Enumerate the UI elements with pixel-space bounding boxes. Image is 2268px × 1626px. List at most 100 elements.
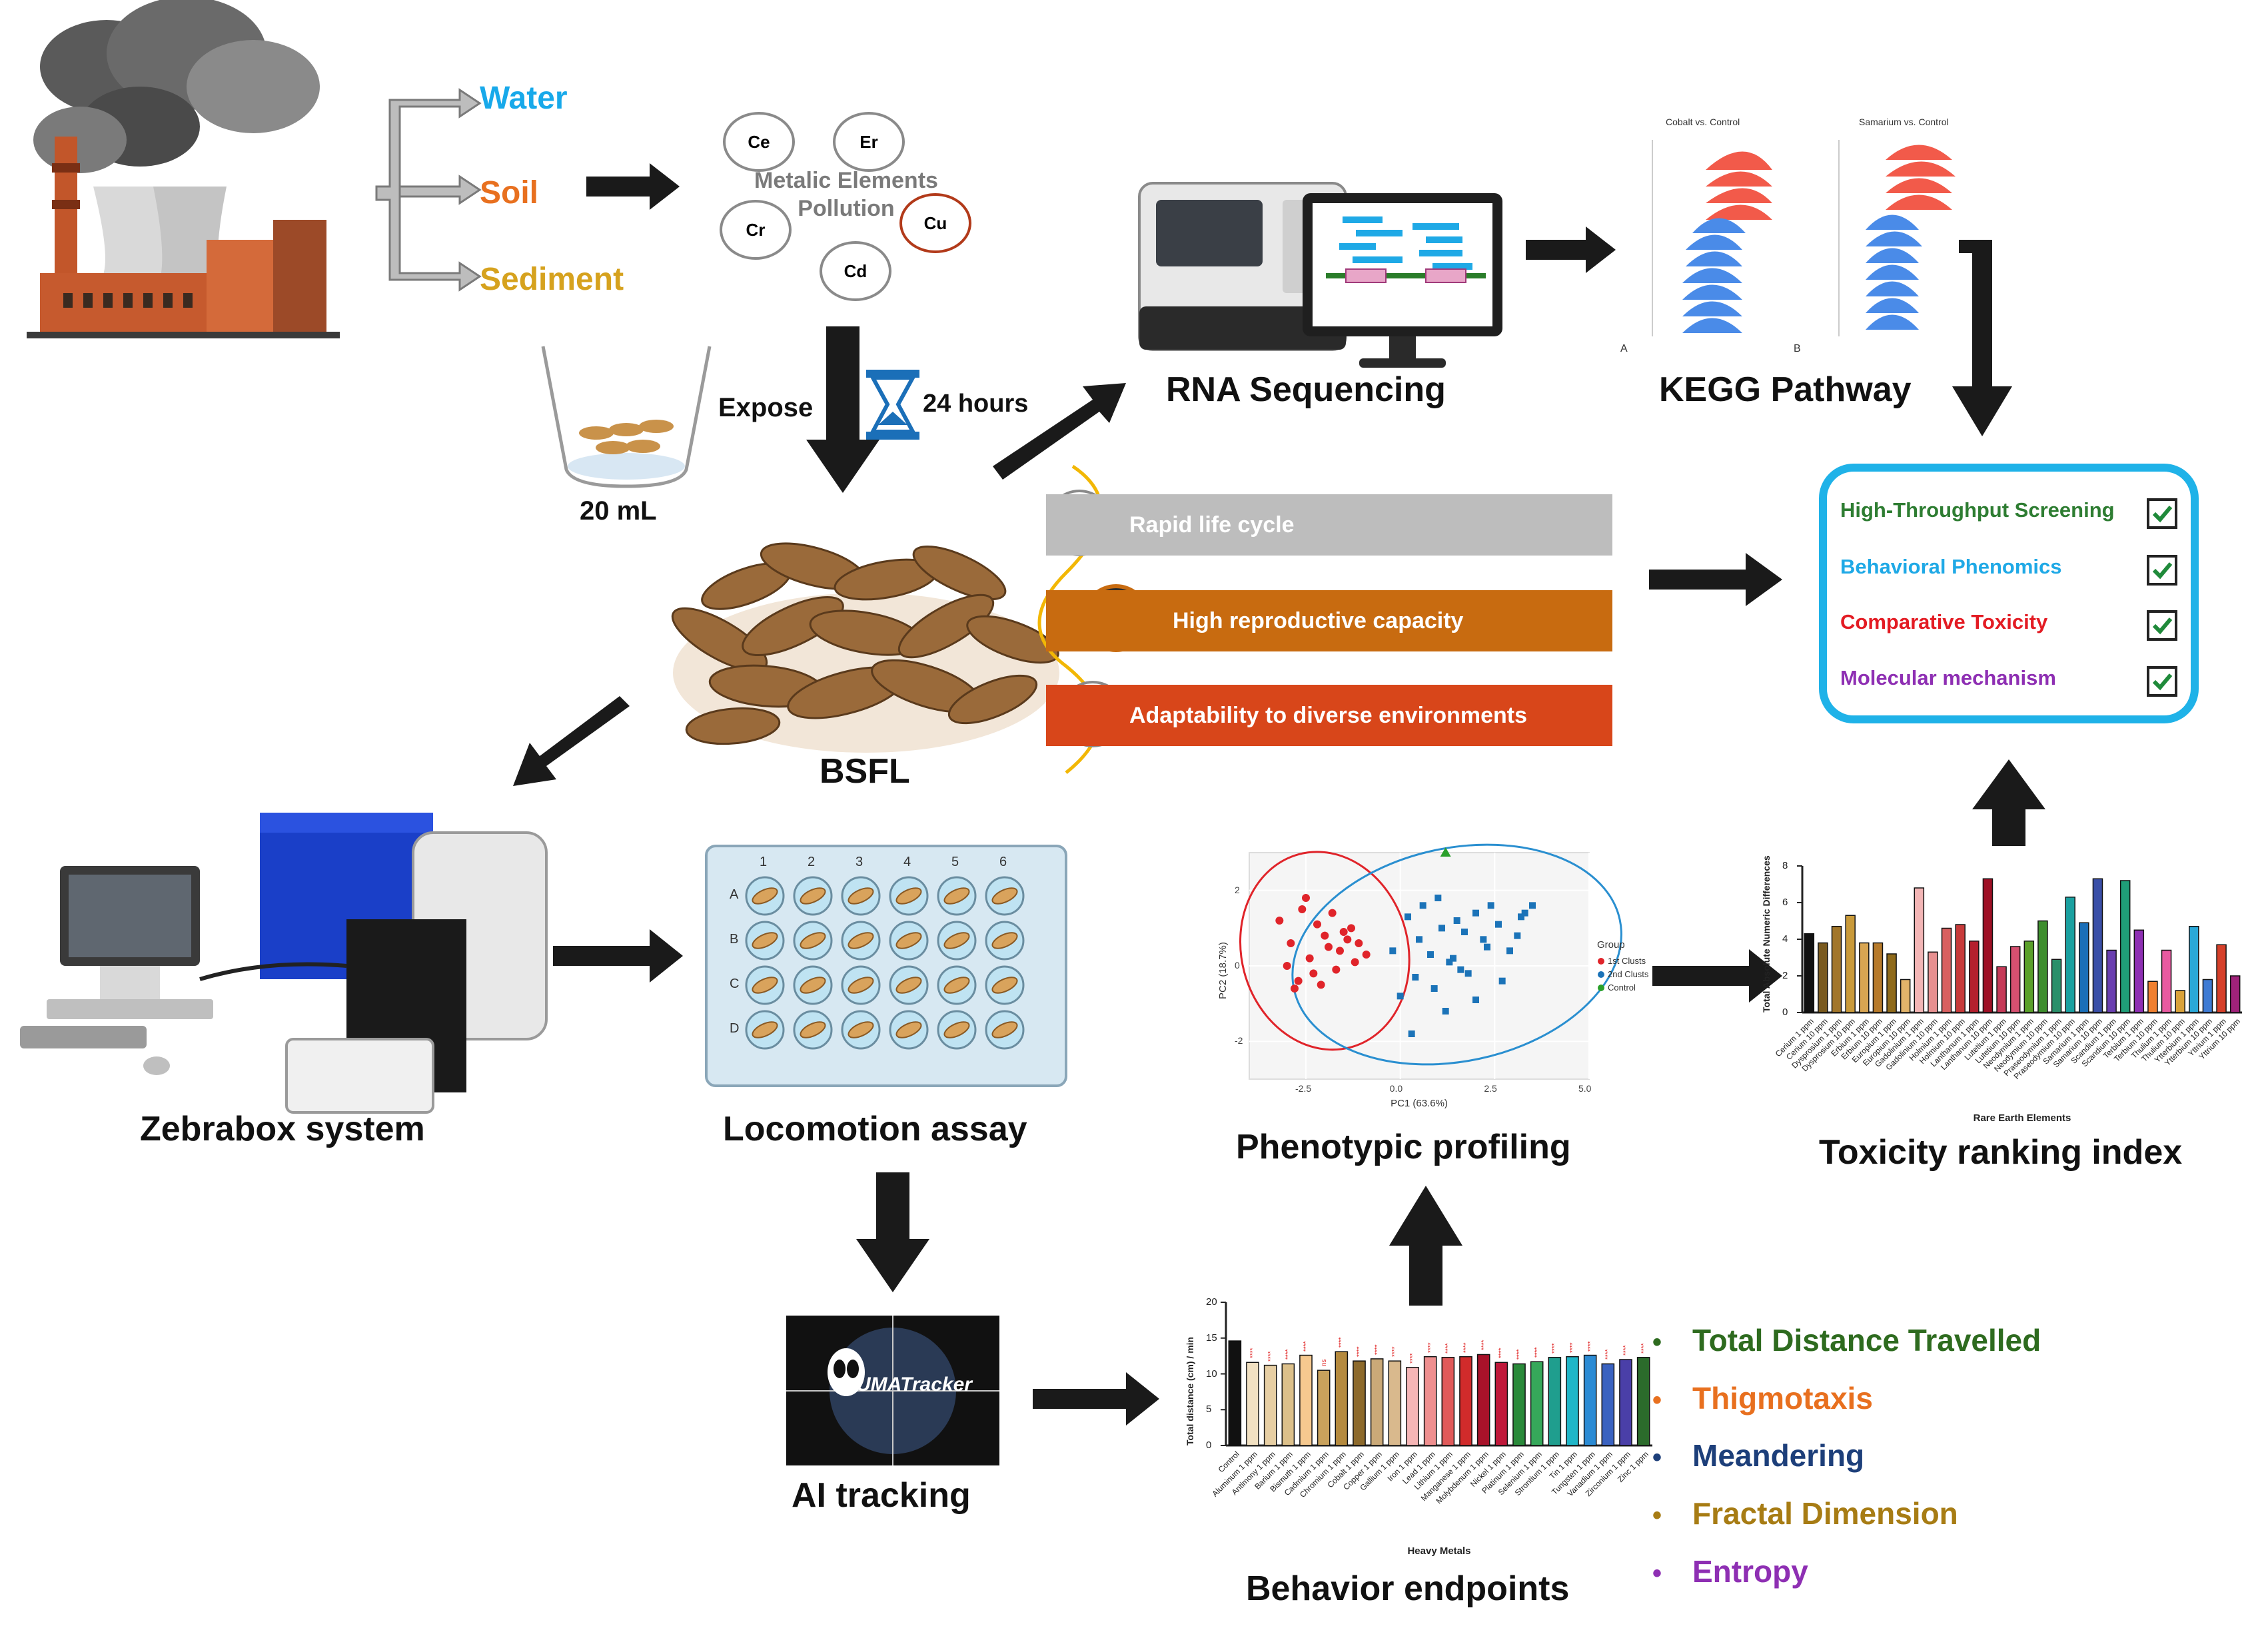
toxicity-bar [1886,953,1897,1013]
larva-in-well [991,1021,1018,1038]
toxicity-bar [1859,942,1870,1013]
plate-row-label: C [730,977,740,991]
larva-in-well [752,1021,778,1038]
pca-legend-swatch [1598,971,1604,978]
criteria-comparative-toxicity: Comparative Toxicity [1840,610,2048,633]
beaker-icon [541,346,712,488]
rna-sequencing-caption: RNA Sequencing [1166,370,1446,409]
toxicity-bar [1818,942,1828,1013]
factory-icon [27,0,340,338]
pca-point [1521,909,1528,917]
toxicity-bar [1928,951,1938,1013]
behavior-significance-label: ns [1320,1359,1328,1367]
behavior-bar [1228,1340,1242,1446]
behavior-significance-label: **** [1622,1345,1630,1356]
pca-point [1362,951,1371,959]
behavior-bar [1512,1363,1526,1446]
pca-x-axis-title: PC1 (63.6%) [1391,1098,1448,1109]
pca-x-tick-label: 0.0 [1389,1083,1403,1094]
well-plate-image [705,845,1067,1087]
behavior-significance-label: **** [1338,1337,1346,1348]
pca-point [1446,959,1453,966]
toxicity-ranking-caption: Toxicity ranking index [1819,1133,2183,1172]
toxicity-bar-chart [1797,865,2242,1014]
behavior-significance-label: **** [1303,1340,1310,1352]
kegg-panel-b-letter: B [1794,343,1801,354]
larva-in-well [991,977,1018,994]
larva-in-well [991,932,1018,949]
pca-point [1397,993,1404,1000]
pca-y-tick-label: 0 [1235,960,1240,971]
endpoint-meandering: •Meandering [1652,1438,1865,1473]
toxicity-y-tick-label: 8 [1782,860,1788,871]
behavior-significance-label: **** [1285,1349,1293,1360]
pca-point [1298,905,1307,913]
advantage-rapid-life-cycle: Rapid life cycle [1046,494,1612,556]
toxicity-bar [2079,922,2089,1013]
pca-point [1347,924,1355,933]
pca-scatter-plot [1239,843,1622,1080]
duration-label: 24 hours [923,390,1029,418]
pca-point [1434,895,1442,901]
behavior-x-axis-title: Heavy Metals [1407,1545,1471,1557]
advantage-adaptability: Adaptability to diverse environments [1046,685,1612,746]
behavior-bar [1370,1358,1384,1446]
behavior-significance-label: **** [1462,1342,1470,1353]
media-branch-arrows [375,88,482,292]
plate-column-label: 2 [808,855,816,869]
toxicity-y-tick-label: 4 [1782,933,1788,945]
plate-row-label: A [730,887,739,902]
sequencer-icon [1138,182,1347,351]
pca-point [1453,917,1460,924]
pca-point [1514,932,1521,939]
behavior-significance-label: **** [1249,1348,1257,1359]
pca-point [1412,974,1419,981]
kegg-panel-a-letter: A [1620,343,1628,354]
larva-in-well [752,887,778,905]
behavior-significance-label: **** [1409,1353,1417,1364]
behavior-bar [1423,1356,1437,1446]
pca-point [1305,954,1314,963]
pca-point [1442,1008,1449,1015]
pca-y-tick-label: 2 [1235,884,1240,895]
behavior-significance-label: **** [1426,1342,1434,1353]
toxicity-bar [1914,887,1925,1013]
check-icon [2147,666,2177,697]
endpoint-thigmotaxis: •Thigmotaxis [1652,1381,1873,1416]
toxicity-bar [2202,979,2213,1013]
toxicity-bar [2092,878,2103,1013]
behavior-significance-label: **** [1267,1351,1275,1362]
pca-point [1343,935,1352,944]
criteria-molecular-mechanism: Molecular mechanism [1840,666,2056,689]
zebrabox-caption: Zebrabox system [140,1110,425,1148]
behavior-significance-label: **** [1569,1342,1576,1353]
flow-arrows [513,163,2045,1425]
pca-point [1461,929,1468,935]
behavior-bar [1459,1356,1472,1446]
behavior-bar [1530,1361,1544,1446]
monitor-icon [1303,193,1502,368]
larva-in-well [895,932,922,949]
behavior-bar [1476,1354,1490,1446]
media-label-water: Water [480,81,568,116]
check-icon [2147,610,2177,641]
umatracker-logo [786,1316,999,1465]
pca-y-axis-title: PC2 (18.7%) [1217,942,1229,999]
pca-point [1294,977,1303,985]
larva-in-well [943,887,970,905]
toxicity-y-tick-label: 0 [1782,1007,1788,1018]
pca-point [1302,894,1310,902]
behavior-bar [1619,1359,1632,1446]
bullet-icon: • [1652,1559,1662,1588]
behavior-bar [1335,1351,1349,1446]
larva-in-well [800,932,826,949]
behavior-significance-label: **** [1373,1344,1381,1355]
toxicity-bar [2147,981,2158,1013]
pca-point [1408,1030,1415,1037]
pca-legend-label: 1st Clusts [1608,956,1646,966]
larva-in-well [848,932,874,949]
pca-point [1518,913,1524,921]
pca-legend-label: Control [1608,983,1636,993]
toxicity-bar [1969,941,1980,1013]
